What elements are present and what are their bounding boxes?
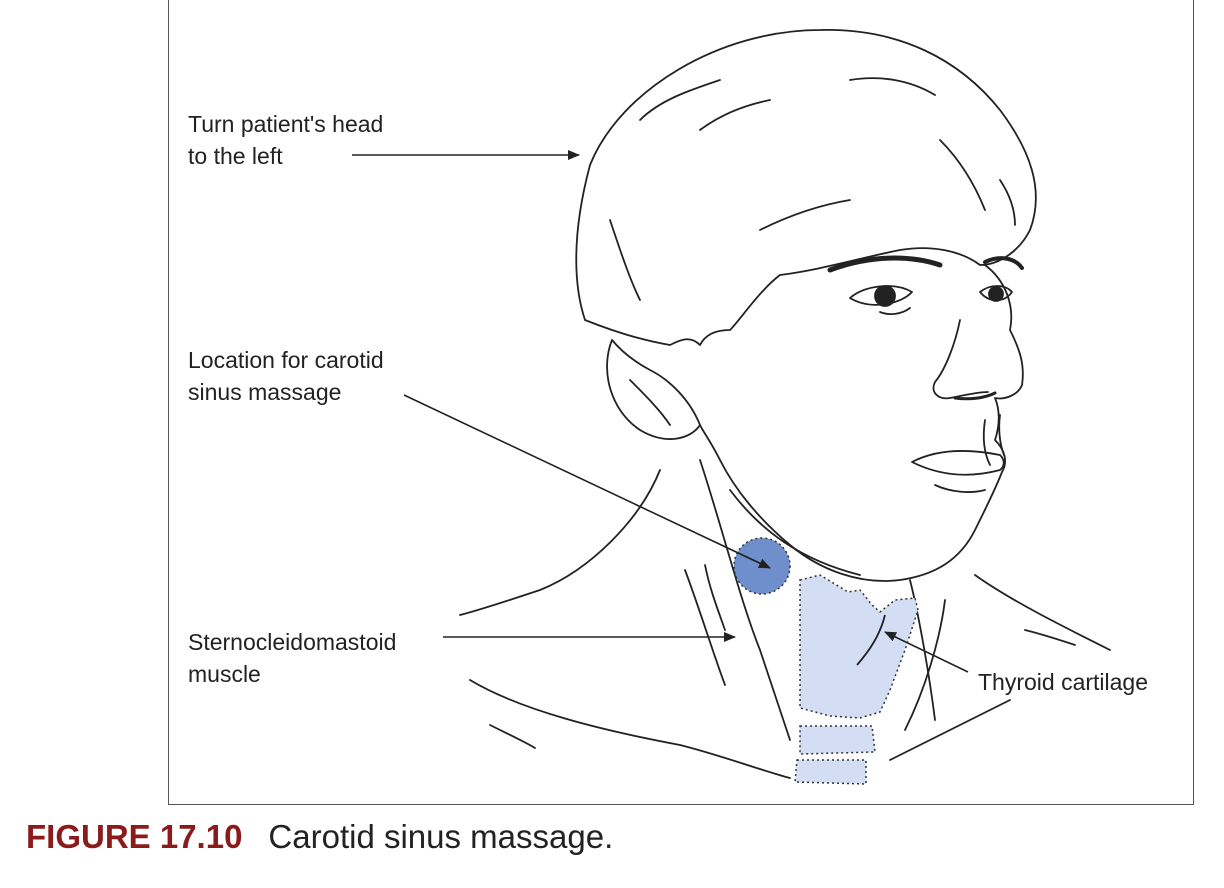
tracheal-ring-1 [800,726,875,754]
label-turn-head-line1: Turn patient's head [188,108,383,140]
hair-outline [576,30,1036,345]
face-profile [700,265,1023,581]
arrow-location [404,395,770,568]
figure-number: FIGURE 17.10 [26,818,242,855]
label-scm: Sternocleidomastoid muscle [188,626,396,690]
ear [607,340,700,439]
label-location: Location for carotid sinus massage [188,344,384,408]
label-location-line2: sinus massage [188,376,384,408]
label-turn-head: Turn patient's head to the left [188,108,383,172]
figure-caption: FIGURE 17.10 Carotid sinus massage. [26,812,613,862]
label-scm-line2: muscle [188,658,396,690]
label-thyroid: Thyroid cartilage [978,666,1148,698]
label-scm-line1: Sternocleidomastoid [188,626,396,658]
carotid-sinus-spot [734,538,790,594]
label-turn-head-line2: to the left [188,140,383,172]
label-location-line1: Location for carotid [188,344,384,376]
tracheal-ring-2 [795,760,866,784]
figure-title: Carotid sinus massage. [268,818,613,855]
thyroid-cartilage-region [800,575,918,718]
